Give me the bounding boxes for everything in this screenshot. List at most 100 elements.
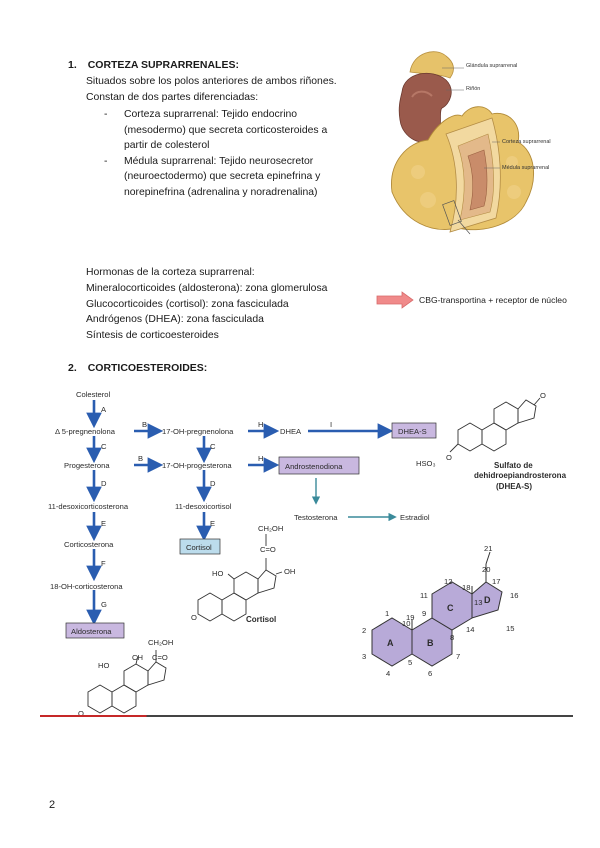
svg-text:1: 1 bbox=[385, 609, 389, 618]
svg-text:6: 6 bbox=[428, 669, 432, 678]
dheas-name-3: (DHEA-S) bbox=[496, 482, 532, 491]
node-dheas: DHEA-S bbox=[398, 427, 427, 436]
node-oh-progesterona: 17-OH-progesterona bbox=[162, 461, 232, 470]
bullet-list: - Corteza suprarrenal: Tejido endocrino … bbox=[104, 107, 394, 201]
svg-text:12: 12 bbox=[444, 577, 452, 586]
red-arrow-icon bbox=[376, 291, 414, 309]
cortisol-ch2oh: CH₂OH bbox=[258, 524, 283, 533]
dheas-o: O bbox=[446, 453, 452, 462]
aldosterone-o: O bbox=[78, 709, 84, 718]
section2-number: 2. bbox=[68, 362, 77, 374]
node-estradiol: Estradiol bbox=[400, 513, 430, 522]
label-cortex: Corteza suprarrenal bbox=[502, 139, 551, 145]
enzyme-c: C bbox=[101, 442, 107, 451]
enzyme-h: H bbox=[258, 420, 263, 429]
svg-text:8: 8 bbox=[450, 633, 454, 642]
node-testosterona: Testosterona bbox=[294, 513, 338, 522]
svg-text:9: 9 bbox=[422, 609, 426, 618]
enzyme-i: I bbox=[330, 420, 332, 429]
svg-text:10: 10 bbox=[402, 619, 410, 628]
svg-text:5: 5 bbox=[408, 658, 412, 667]
dheas-box bbox=[391, 422, 437, 439]
svg-text:18: 18 bbox=[462, 583, 470, 592]
svg-text:21: 21 bbox=[484, 544, 492, 553]
enzyme-e: E bbox=[101, 519, 106, 528]
section1-heading: 1. CORTEZA SUPRARRENALES: bbox=[68, 59, 239, 71]
dheas-oxygen: O bbox=[540, 391, 546, 400]
hormones-block: Hormonas de la corteza suprarrenal: Mine… bbox=[86, 265, 327, 344]
node-colesterol: Colesterol bbox=[76, 390, 110, 399]
dheas-structure bbox=[449, 397, 541, 453]
ring-d: D bbox=[484, 595, 491, 605]
section2-heading: 2. CORTICOESTEROIDES: bbox=[68, 362, 207, 374]
enzyme-e2: E bbox=[210, 519, 215, 528]
dheas-group: HSO₃ bbox=[416, 459, 436, 468]
svg-text:3: 3 bbox=[362, 652, 366, 661]
node-oh-corticosterona: 18-OH-corticosterona bbox=[50, 582, 123, 591]
section1-title: CORTEZA SUPRARRENALES: bbox=[87, 59, 239, 71]
pathway-arrows bbox=[86, 400, 394, 626]
node-desoxicortisol: 11-desoxicortisol bbox=[175, 502, 232, 511]
aldosterone-co: C=O bbox=[152, 653, 168, 662]
enzyme-c2: C bbox=[210, 442, 216, 451]
node-androstenediona: Androstenodiona bbox=[285, 462, 343, 471]
svg-text:19: 19 bbox=[406, 613, 414, 622]
divider bbox=[40, 715, 573, 717]
svg-text:11: 11 bbox=[420, 591, 428, 600]
enzyme-d2: D bbox=[210, 479, 216, 488]
section2-title: CORTICOESTEROIDES: bbox=[87, 362, 208, 374]
enzyme-a: A bbox=[101, 405, 107, 414]
node-cortisol: Cortisol bbox=[186, 543, 212, 552]
numbering-labels: 1 2 3 4 5 6 7 8 9 10 11 12 13 14 15 16 1… bbox=[362, 544, 518, 678]
steroid-pathway-diagram: Colesterol Δ 5-pregnenolona 17-OH-pregne… bbox=[48, 390, 567, 718]
node-dhea: DHEA bbox=[280, 427, 302, 436]
hormone-line: Glucocorticoides (cortisol): zona fascic… bbox=[86, 298, 289, 310]
svg-text:14: 14 bbox=[466, 625, 474, 634]
svg-text:2: 2 bbox=[362, 626, 366, 635]
page-number: 2 bbox=[49, 799, 56, 811]
bullet-line: Médula suprarrenal: Tejido neurosecretor bbox=[124, 155, 314, 167]
bullet-item-medulla: - Médula suprarrenal: Tejido neurosecret… bbox=[104, 154, 394, 201]
node-oh-pregnenolona: 17-OH-pregnenolona bbox=[162, 427, 234, 436]
aldosterona-box bbox=[65, 622, 125, 639]
hormone-line: Andrógenos (DHEA): zona fasciculada bbox=[86, 314, 264, 326]
bullet-item-cortex: - Corteza suprarrenal: Tejido endocrino … bbox=[104, 107, 394, 154]
hormones-heading: Hormonas de la corteza suprarrenal: bbox=[86, 267, 255, 278]
bullet-line: norepinefrina (adrenalina y noradrenalin… bbox=[124, 186, 318, 198]
ring-c: C bbox=[447, 603, 454, 613]
hormone-line: Síntesis de corticoesteroides bbox=[86, 330, 219, 342]
cortisol-o: O bbox=[191, 613, 197, 622]
cortisol-structure bbox=[197, 534, 283, 622]
ring-a: A bbox=[387, 638, 394, 648]
node-pregnenolona: Δ 5-pregnenolona bbox=[55, 427, 116, 436]
cortisol-name: Cortisol bbox=[246, 615, 276, 624]
dheas-name-2: dehidroepiandrosterona bbox=[474, 471, 567, 480]
cortisol-co: C=O bbox=[260, 545, 276, 554]
aldosterone-ho: HO bbox=[98, 661, 109, 670]
enzyme-b2: B bbox=[138, 454, 143, 463]
hormone-line: Mineralocorticoides (aldosterona): zona … bbox=[86, 282, 328, 294]
node-corticosterona: Corticosterona bbox=[64, 540, 114, 549]
androstenediona-box bbox=[278, 456, 360, 475]
section1-intro: Situados sobre los polos anteriores de a… bbox=[86, 74, 337, 105]
intro-line: Situados sobre los polos anteriores de a… bbox=[86, 76, 337, 87]
section1-number: 1. bbox=[68, 59, 77, 71]
enzyme-g: G bbox=[101, 600, 107, 609]
bullet-line: (neuroectodermo) que secreta epinefrina … bbox=[124, 171, 321, 183]
node-progesterona: Progesterona bbox=[64, 461, 110, 470]
aldosterone-structure bbox=[87, 650, 167, 714]
svg-text:13: 13 bbox=[474, 598, 482, 607]
bullet-line: partir de colesterol bbox=[124, 140, 210, 152]
adrenal-gland-figure bbox=[391, 51, 534, 235]
arrow-note: CBG-transportina + receptor de núcleo bbox=[419, 295, 567, 305]
cortisol-ho: HO bbox=[212, 569, 223, 578]
label-medulla: Médula suprarrenal bbox=[502, 165, 550, 171]
svg-text:20: 20 bbox=[482, 565, 490, 574]
steroid-numbering-structure bbox=[371, 581, 503, 667]
svg-text:4: 4 bbox=[386, 669, 390, 678]
pathway-arrows-teal bbox=[311, 478, 397, 522]
cortisol-oh: OH bbox=[284, 567, 295, 576]
enzyme-h2: H bbox=[258, 454, 263, 463]
aldosterone-ch: CH bbox=[132, 653, 143, 662]
bullet-line: Corteza suprarrenal: Tejido endocrino bbox=[124, 109, 298, 120]
